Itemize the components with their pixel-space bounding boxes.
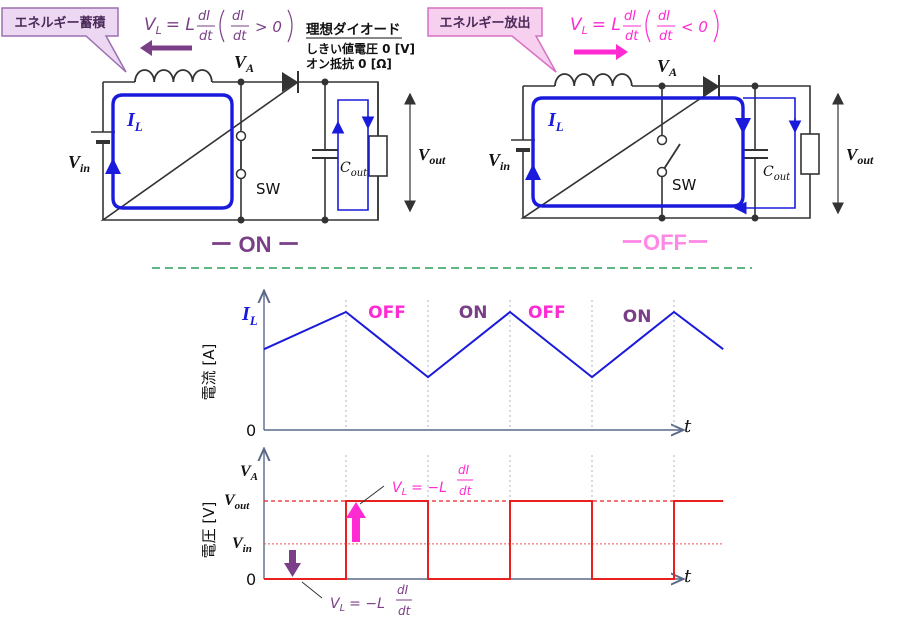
svg-text:VL= −L: VL= −L — [392, 480, 447, 498]
off-wires — [520, 85, 811, 219]
on-inductor-equation: VL= L dI dt dI dt > 0 — [144, 9, 293, 44]
voltage-drop-arrow — [284, 550, 301, 577]
on-label-vout: Vout — [418, 145, 446, 167]
voltage-ylabel: 電圧 [V] — [200, 502, 218, 559]
current-il-series — [263, 310, 724, 379]
off-callout-text: エネルギー放出 — [439, 15, 530, 31]
off-label-vin: Vin — [488, 150, 510, 173]
off-label-vout: Vout — [846, 145, 874, 167]
diode-note-threshold: しきい値電圧 0 [V] — [306, 41, 415, 56]
current-t-label: t — [684, 416, 692, 437]
current-gridlines — [345, 300, 675, 430]
off-capacitor — [742, 149, 768, 159]
voltage-top-equation: VL= −L dI dt — [392, 463, 473, 498]
current-ylabel: 電流 [A] — [200, 344, 218, 401]
off-label-cout: Cout — [763, 164, 791, 183]
phase-label-off: OFF — [368, 303, 406, 323]
svg-text:dt: dt — [199, 29, 213, 44]
on-label-cout: Cout — [340, 160, 368, 179]
off-inductor — [554, 73, 633, 87]
off-battery — [511, 139, 535, 164]
svg-text:dt: dt — [659, 29, 673, 44]
current-series-label: IL — [241, 303, 258, 328]
tick-vin: Vin — [232, 535, 252, 555]
phase-label-off: OFF — [528, 303, 566, 323]
on-state-label: ー ON ー — [210, 232, 299, 257]
off-switch — [656, 134, 681, 178]
voltage-va-series — [264, 500, 724, 580]
svg-text:dt: dt — [459, 484, 473, 498]
svg-text:> 0: > 0 — [255, 18, 282, 36]
phase-label-on: ON — [623, 307, 652, 327]
off-load-resistor — [800, 133, 820, 175]
off-current-loop — [531, 96, 745, 208]
on-callout: エネルギー蓄積 — [1, 7, 127, 73]
on-callout-text: エネルギー蓄積 — [14, 15, 106, 31]
svg-text:dI: dI — [624, 9, 636, 24]
svg-text:VL= L: VL= L — [570, 15, 621, 37]
svg-text:dt: dt — [233, 29, 247, 44]
off-state-label: ーOFFー — [621, 230, 709, 255]
off-load-current-loop — [735, 97, 796, 209]
on-cap-current-loop — [337, 99, 369, 211]
voltage-t-label: t — [684, 566, 692, 587]
svg-text:dI: dI — [198, 9, 210, 24]
off-inductor-equation: VL= L dI dt dI dt < 0 — [570, 9, 719, 44]
voltage-rise-arrow — [346, 502, 366, 542]
current-phase-labels: OFF ON OFF ON — [368, 303, 651, 327]
voltage-drop-pointer — [301, 581, 323, 599]
off-label-va: VA — [657, 56, 677, 79]
current-graph: OFF ON OFF ON 電流 [A] 0 t IL — [200, 292, 724, 440]
diode-note-resistance: オン抵抗 0 [Ω] — [306, 56, 392, 71]
on-label-il: IL — [126, 109, 143, 134]
on-switch — [235, 130, 247, 180]
diode-note-title: 理想ダイオード — [306, 21, 401, 38]
off-label-sw: SW — [672, 176, 697, 194]
on-wires — [100, 81, 379, 221]
on-load-resistor — [368, 135, 388, 177]
on-label-vin: Vin — [68, 152, 90, 175]
on-label-sw: SW — [256, 180, 281, 198]
tick-zero: 0 — [246, 570, 256, 589]
on-nodes — [237, 78, 329, 224]
svg-text:dI: dI — [397, 583, 409, 597]
voltage-rise-pointer — [359, 485, 385, 505]
off-circuit: エネルギー放出 VL= L dI dt dI dt < 0 — [427, 7, 874, 255]
svg-text:dI: dI — [458, 463, 470, 477]
on-label-va: VA — [234, 52, 254, 75]
off-label-il: IL — [547, 109, 564, 134]
off-callout: エネルギー放出 — [427, 7, 557, 73]
on-current-loop — [111, 93, 234, 210]
off-nodes — [658, 82, 759, 222]
svg-text:dI: dI — [658, 9, 670, 24]
svg-text:VL= L: VL= L — [144, 15, 195, 37]
on-inductor — [134, 69, 213, 83]
svg-text:dt: dt — [625, 29, 639, 44]
tick-vout: Vout — [224, 492, 250, 512]
on-capacitor — [312, 149, 338, 159]
on-battery — [91, 131, 115, 158]
voltage-bottom-equation: VL= −L dI dt — [330, 583, 412, 618]
svg-text:< 0: < 0 — [681, 18, 708, 36]
svg-text:VL= −L: VL= −L — [330, 596, 385, 614]
svg-text:dt: dt — [398, 604, 412, 618]
on-circuit: エネルギー蓄積 VL= L dI dt dI dt > 0 — [1, 7, 446, 257]
off-diode — [703, 75, 720, 97]
tick-va: VA — [240, 463, 258, 483]
diode-note: 理想ダイオード しきい値電圧 0 [V] オン抵抗 0 [Ω] — [306, 21, 415, 71]
phase-label-on: ON — [459, 303, 488, 323]
svg-text:dI: dI — [232, 9, 244, 24]
voltage-graph: 電圧 [V] t VA Vout Vin 0 VL= −L dI dt VL= … — [200, 450, 724, 618]
current-zero-label: 0 — [246, 421, 256, 440]
on-diode — [282, 71, 299, 93]
